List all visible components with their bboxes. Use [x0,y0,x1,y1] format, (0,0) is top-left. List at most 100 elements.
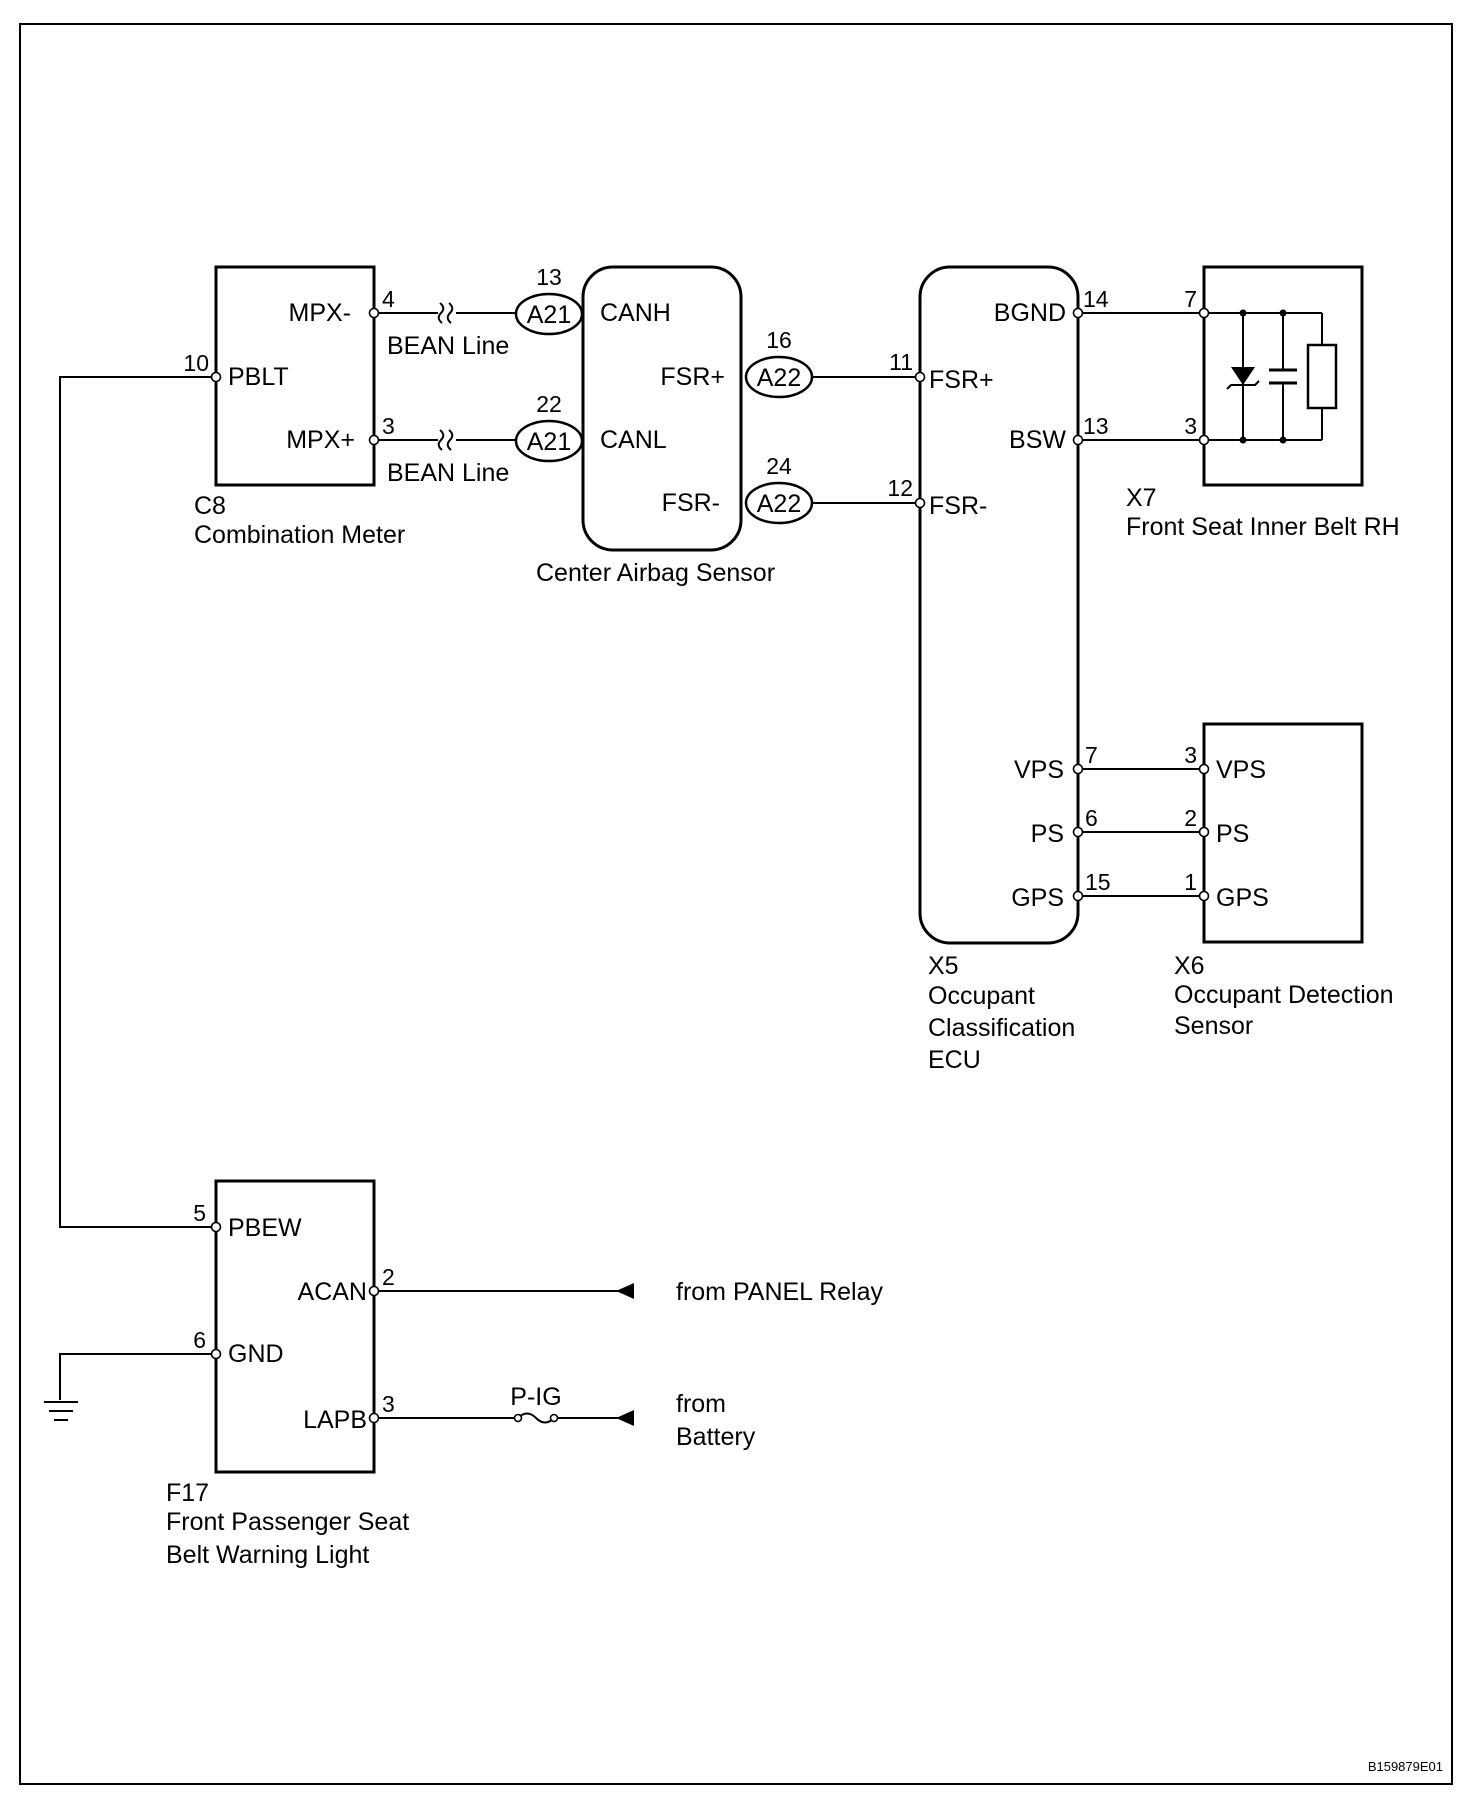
bean-line-label-upper: BEAN Line [387,332,509,360]
c8-terminal-pblt: PBLT [228,363,289,391]
pin-number: 12 [887,475,913,501]
airbag-terminal-fsr-plus: FSR+ [660,363,725,391]
c8-code: C8 [194,492,226,520]
belt-diode-bar [1226,380,1260,390]
x7-name: Front Seat Inner Belt RH [1126,513,1400,541]
terminal-dot [1198,307,1210,319]
belt-junction-dot [1279,436,1287,444]
connector-a22-fsr-minus [744,481,814,525]
x6-name-line-2: Sensor [1174,1012,1253,1040]
pin-number: 3 [1184,413,1197,439]
belt-junction-dot [1279,309,1287,317]
belt-resistor-icon [1306,343,1338,410]
terminal-dot [914,497,926,509]
connector-a21-canh [514,292,584,336]
f17-name-line-1: Front Passenger Seat [166,1508,409,1536]
terminal-dot [368,434,380,446]
connector-a21-canl-label: A21 [527,428,571,456]
pin-number: 1 [1184,869,1197,895]
x5-terminal-fsr-minus: FSR- [929,492,987,520]
terminal-dot [210,1348,222,1360]
belt-junction-dot [1239,436,1247,444]
x5-terminal-vps: VPS [1014,756,1064,784]
gnd-wire [59,1353,216,1400]
x6-code: X6 [1174,952,1205,980]
pin-number: 6 [1085,805,1098,831]
pin-number: 7 [1184,286,1197,312]
wires [44,302,1204,1426]
twisted-pair-icon [437,302,445,324]
connector-a22-fsr-minus-label: A22 [757,490,801,518]
pin-number: 2 [1184,805,1197,831]
center-airbag-sensor-name: Center Airbag Sensor [536,559,775,587]
pin-number: 5 [193,1200,206,1226]
x5-name-line-2: Classification [928,1014,1075,1042]
terminal-dot [1072,763,1084,775]
x5-terminal-fsr-plus: FSR+ [929,366,994,394]
c8-terminal-mpx-plus: MPX+ [286,426,355,454]
occupant-classification-ecu: FSR+ FSR- BGND BSW VPS PS GPS X5 Occupan… [918,265,1080,1074]
terminal-dot [368,307,380,319]
pin-number: 3 [382,413,395,439]
twisted-pair-icon [437,429,445,451]
front-seat-inner-belt-box [1202,265,1364,487]
occupant-detection-sensor: VPS PS GPS X6 Occupant Detection Sensor [1174,722,1394,1040]
airbag-terminal-fsr-minus: FSR- [662,489,720,517]
terminal-dot [1072,434,1084,446]
source-battery-line-1: from [676,1390,726,1418]
pin-number: 3 [382,1391,395,1417]
pin-number: 24 [766,453,792,479]
occupant-classification-ecu-box [918,265,1080,945]
terminals [210,307,1210,1424]
arrow-left-icon [616,1283,634,1299]
x5-terminal-ps: PS [1031,820,1064,848]
x6-terminal-vps: VPS [1216,756,1266,784]
terminal-dot [1198,763,1210,775]
f17-name-line-2: Belt Warning Light [166,1541,369,1569]
pin-number: 11 [889,349,913,375]
f17-terminal-pbew: PBEW [228,1214,302,1242]
x5-name-line-1: Occupant [928,982,1035,1010]
fuse-terminal [549,1413,559,1423]
pin-number: 7 [1085,742,1098,768]
annotations: BEAN Line BEAN Line P-IG from PANEL Rela… [387,332,1443,1774]
pin-numbers: 4 10 3 13 22 16 24 11 12 14 13 7 3 7 6 1… [183,264,1197,1417]
center-airbag-sensor: CANH FSR+ CANL FSR- Center Airbag Sensor [536,265,775,587]
pin-number: 10 [183,350,209,376]
pin-number: 13 [1083,413,1109,439]
connector-a21-canl [514,419,584,463]
terminal-dot [1198,826,1210,838]
f17-terminal-gnd: GND [228,1340,284,1368]
terminal-dot [210,371,222,383]
f17-terminal-acan: ACAN [298,1278,367,1306]
c8-name: Combination Meter [194,521,405,549]
terminal-dot [1198,434,1210,446]
airbag-terminal-canh: CANH [600,299,671,327]
seat-belt-warning-light: PBEW ACAN GND LAPB F17 Front Passenger S… [166,1179,409,1569]
x6-terminal-ps: PS [1216,820,1249,848]
x6-terminal-gps: GPS [1216,884,1269,912]
x5-terminal-gps: GPS [1011,884,1064,912]
twisted-pair-icon [446,302,454,324]
pin-number: 2 [382,1264,395,1290]
connector-a22-fsr-plus-label: A22 [757,364,801,392]
connector-labels: A21 A21 A22 A22 [514,292,814,525]
terminal-dot [210,1221,222,1233]
terminal-dot [368,1285,380,1297]
pin-number: 15 [1085,869,1111,895]
x7-code: X7 [1126,484,1157,512]
pin-number: 13 [536,264,562,290]
belt-diode-icon [1231,367,1255,385]
x5-name-line-3: ECU [928,1046,981,1074]
pin-number: 22 [536,391,562,417]
f17-terminal-lapb: LAPB [303,1406,367,1434]
pin-number: 6 [193,1327,206,1353]
pin-number: 4 [382,286,395,312]
figure-code: B159879E01 [1368,1759,1443,1774]
arrow-left-icon [616,1410,634,1426]
pin-number: 16 [766,327,792,353]
terminal-dot [1072,826,1084,838]
fuse-label: P-IG [510,1383,561,1411]
center-airbag-sensor-box [581,265,743,552]
